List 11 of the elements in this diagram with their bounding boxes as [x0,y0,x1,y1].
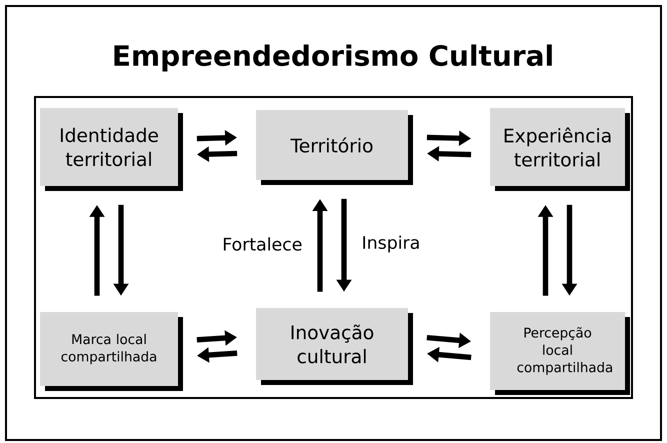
node-label: Percepção local compartilhada [517,327,612,375]
title: Empreendedorismo Cultural [114,44,552,72]
node-label: Experiência territorial [504,127,610,167]
process-box: Território [256,110,413,185]
edge-label: Fortalece [220,236,304,252]
process-box: Inovação cultural [256,308,413,385]
process-box: Marca local compartilhada [40,312,183,391]
process-box: Identidade territorial [40,108,183,191]
edge-label: Inspira [360,234,422,254]
process-box: Percepção local compartilhada [490,312,630,395]
process-box: Experiência territorial [490,108,630,191]
